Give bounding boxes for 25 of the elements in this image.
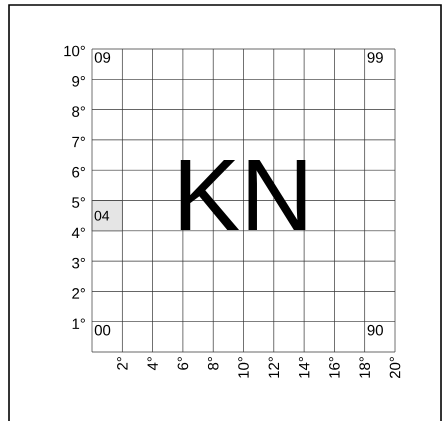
axis-label: 16° [329,357,340,378]
axis-label: 18° [359,357,370,378]
axis-label: 5° [72,197,85,208]
axis-label: 20° [390,357,400,378]
cell-label: 99 [368,52,383,63]
axis-label: 1° [72,318,85,329]
cell-label: 90 [368,324,383,336]
axis-label: 9° [72,76,85,87]
highlighted-cell: 04 [92,200,123,232]
axis-label: 6° [72,166,85,178]
axis-label: 10° [238,357,249,378]
axis-label: 8° [208,357,218,370]
axis-label: 4° [147,357,158,370]
axis-label: 3° [72,258,85,268]
axis-label: 8° [72,106,85,117]
cell-label: 00 [94,324,110,336]
axis-label: 14° [298,357,310,378]
axis-label: 10° [64,46,85,56]
axis-label: 2° [117,357,128,370]
axis-label: 2° [72,288,85,299]
axis-label: 7° [72,136,85,148]
cell-label: 09 [94,52,110,63]
axis-label: 12° [268,357,280,378]
axis-label: 6° [178,357,188,370]
axis-label: 4° [72,228,85,238]
